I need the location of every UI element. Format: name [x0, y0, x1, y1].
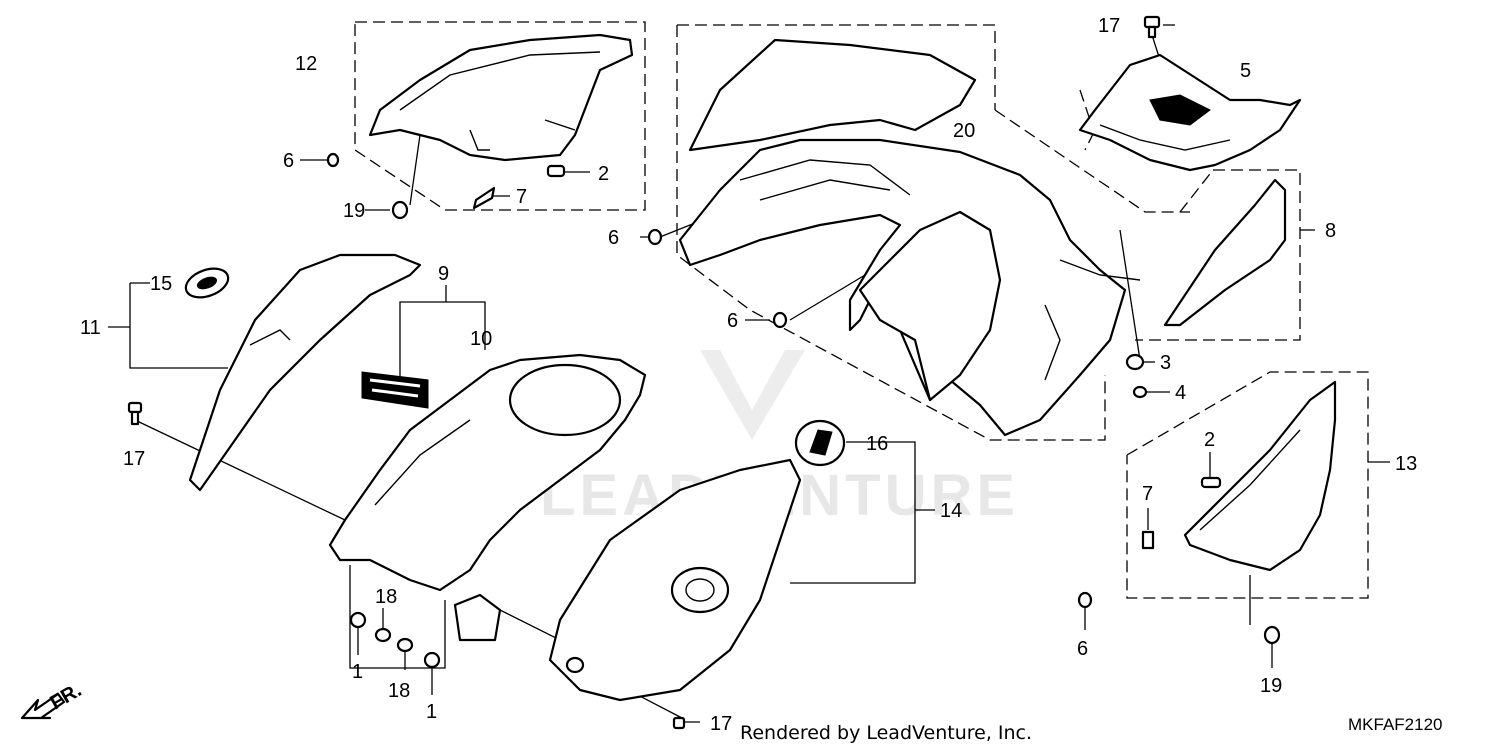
part-16-emblem [794, 419, 846, 467]
part-4-washer [1132, 385, 1148, 399]
callout-13: 13 [1395, 453, 1417, 475]
part-6-grommet-right [1077, 591, 1093, 609]
callout-18: 18 [388, 680, 410, 702]
front-arrow-icon [20, 692, 66, 720]
group-box-8 [1135, 169, 1301, 341]
bracket-9 [399, 285, 486, 400]
part-6-grommet-upper [326, 152, 340, 168]
callout-6: 6 [283, 150, 294, 172]
callout-8: 8 [1325, 220, 1336, 242]
part-10-tank-cover [328, 353, 647, 592]
callout-14: 14 [940, 500, 962, 522]
callout-7: 7 [1142, 483, 1153, 505]
part-19-grommet-right [1263, 625, 1281, 645]
callout-12: 12 [295, 53, 317, 75]
part-17-bolt-bottom [672, 716, 686, 730]
callout-5: 5 [1240, 60, 1251, 82]
part-1-nut-left [349, 611, 367, 629]
bracket-1-18 [349, 565, 446, 669]
callout-labels: 1 1 2 2 3 4 5 6 6 6 6 7 7 8 9 10 11 12 1… [80, 15, 1417, 735]
callout-6: 6 [608, 227, 619, 249]
callout-6: 6 [727, 310, 738, 332]
callout-1: 1 [352, 661, 363, 683]
callout-2: 2 [1204, 429, 1215, 451]
callout-1: 1 [426, 701, 437, 723]
part-9-decal [361, 371, 429, 409]
callout-18: 18 [375, 586, 397, 608]
bracket-14 [790, 441, 935, 584]
callout-3: 3 [1160, 352, 1171, 374]
callout-19: 19 [343, 200, 365, 222]
part-20-sticker [688, 38, 977, 152]
part-13-panel [1183, 380, 1337, 572]
part-7-tape-upper [472, 186, 496, 210]
callout-9: 9 [438, 263, 449, 285]
bracket-11 [108, 282, 228, 369]
callout-20: 20 [953, 120, 975, 142]
part-3-nut [1125, 353, 1145, 371]
part-11-cover [188, 253, 422, 492]
group-box-12 [354, 21, 646, 211]
part-2-clip-right [1200, 476, 1222, 489]
part-18-washer-upper [374, 627, 392, 643]
part-2-clip-upper [546, 164, 566, 178]
part-14-side-cover [548, 458, 802, 702]
callout-2: 2 [598, 163, 609, 185]
callout-19: 19 [1260, 675, 1282, 697]
callout-10: 10 [470, 328, 492, 350]
part-6-grommet-center-b [772, 311, 788, 329]
part-12-panel [368, 33, 634, 162]
diagram-code: MKFAF2120 [1348, 715, 1443, 734]
callout-11: 11 [80, 317, 101, 339]
watermark-logo [700, 350, 805, 440]
callout-17: 17 [710, 713, 732, 735]
callout-6: 6 [1077, 638, 1088, 660]
callout-17: 17 [123, 448, 145, 470]
part-19-grommet-upper [391, 200, 409, 220]
part-7-tape-right [1141, 530, 1155, 550]
callout-7: 7 [516, 186, 527, 208]
part-20-shroud [678, 138, 1141, 437]
part-10-lower-bracket [453, 593, 502, 642]
group-box-13 [1126, 371, 1369, 599]
front-arrow: FR. [20, 679, 85, 720]
callout-17: 17 [1098, 15, 1120, 37]
group-box-20 [676, 24, 1190, 441]
footer-credit: Rendered by LeadVenture, Inc. [740, 722, 1032, 744]
part-15-emblem [184, 267, 230, 299]
part-1-nut-right [423, 651, 441, 669]
part-17-bolt-top [1143, 15, 1161, 39]
part-5-bracket [1078, 53, 1302, 172]
callout-4: 4 [1175, 382, 1186, 404]
callout-15: 15 [150, 273, 172, 295]
callout-16: 16 [866, 433, 888, 455]
part-17-bolt-left [127, 401, 143, 426]
part-18-washer-lower [396, 637, 414, 653]
part-8-trim [1163, 178, 1287, 327]
part-6-grommet-center-a [647, 228, 663, 246]
